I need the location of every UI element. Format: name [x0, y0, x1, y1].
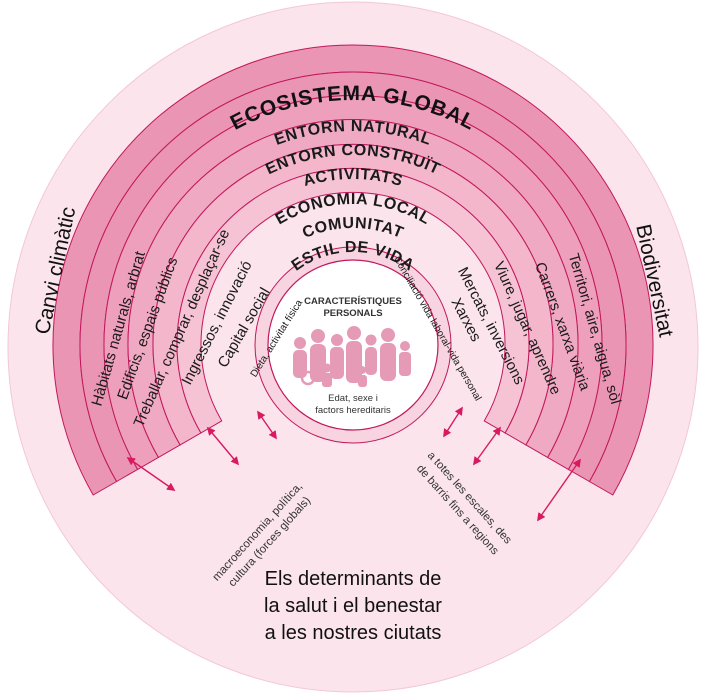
scale-arrows — [126, 406, 581, 522]
arrow-left-2 — [206, 426, 240, 466]
caption-line1: Els determinants de — [265, 568, 442, 590]
center-title-line1: CARACTERÍSTIQUES — [304, 296, 402, 307]
center-sub-line2: factors hereditaris — [315, 405, 391, 416]
caption-line3: a les nostres ciutats — [265, 622, 442, 644]
arrow-left-3 — [257, 410, 277, 440]
center-sub-line1: Edat, sexe i — [328, 393, 378, 404]
people-icon — [293, 326, 411, 387]
arrow-right-3 — [537, 458, 581, 522]
arrow-right-1 — [443, 406, 463, 438]
center-title-line2: PERSONALS — [323, 308, 382, 319]
arrow-right-2 — [473, 426, 501, 466]
arrow-left-1 — [126, 457, 176, 491]
ring-band-lifestyle — [176, 167, 530, 434]
caption-line2: la salut i el benestar — [264, 595, 442, 617]
